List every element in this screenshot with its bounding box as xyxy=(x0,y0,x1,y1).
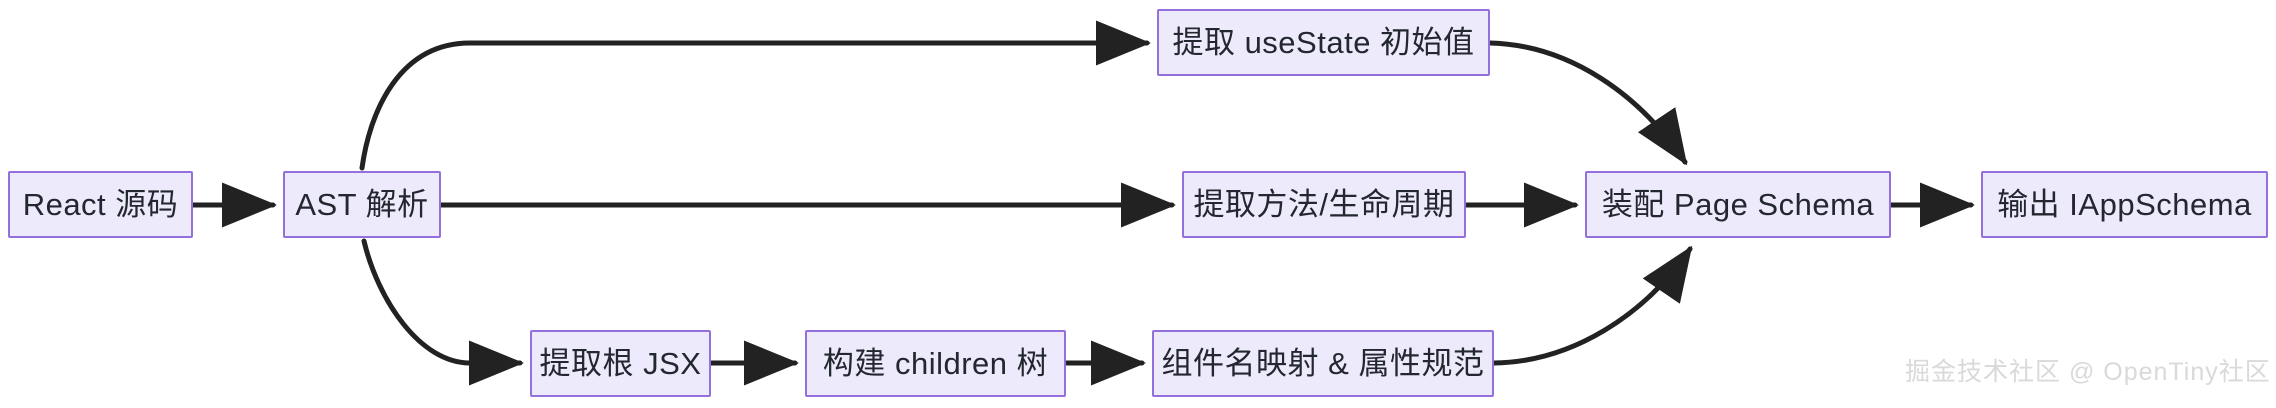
node-build-children-tree[interactable]: 构建 children 树 xyxy=(805,330,1066,397)
node-react-source[interactable]: React 源码 xyxy=(8,171,193,238)
edge-ast-to-usestate xyxy=(359,20,1152,171)
node-extract-root-jsx[interactable]: 提取根 JSX xyxy=(530,330,711,397)
node-assemble-page-schema[interactable]: 装配 Page Schema xyxy=(1585,171,1891,238)
node-output-iappschema[interactable]: 输出 IAppSchema xyxy=(1981,171,2268,238)
watermark-text: 掘金技术社区 @ OpenTiny社区 xyxy=(1905,358,2271,386)
node-ast-parse[interactable]: AST 解析 xyxy=(283,171,441,238)
edge-usestate-to-schema xyxy=(1487,40,1688,166)
edge-mapping-to-schema xyxy=(1491,245,1693,366)
node-extract-usestate-initial[interactable]: 提取 useState 初始值 xyxy=(1157,9,1490,76)
node-extract-methods-lifecycle[interactable]: 提取方法/生命周期 xyxy=(1182,171,1466,238)
node-component-name-mapping[interactable]: 组件名映射 & 属性规范 xyxy=(1152,330,1494,397)
edge-ast-to-rootjsx xyxy=(361,238,525,386)
